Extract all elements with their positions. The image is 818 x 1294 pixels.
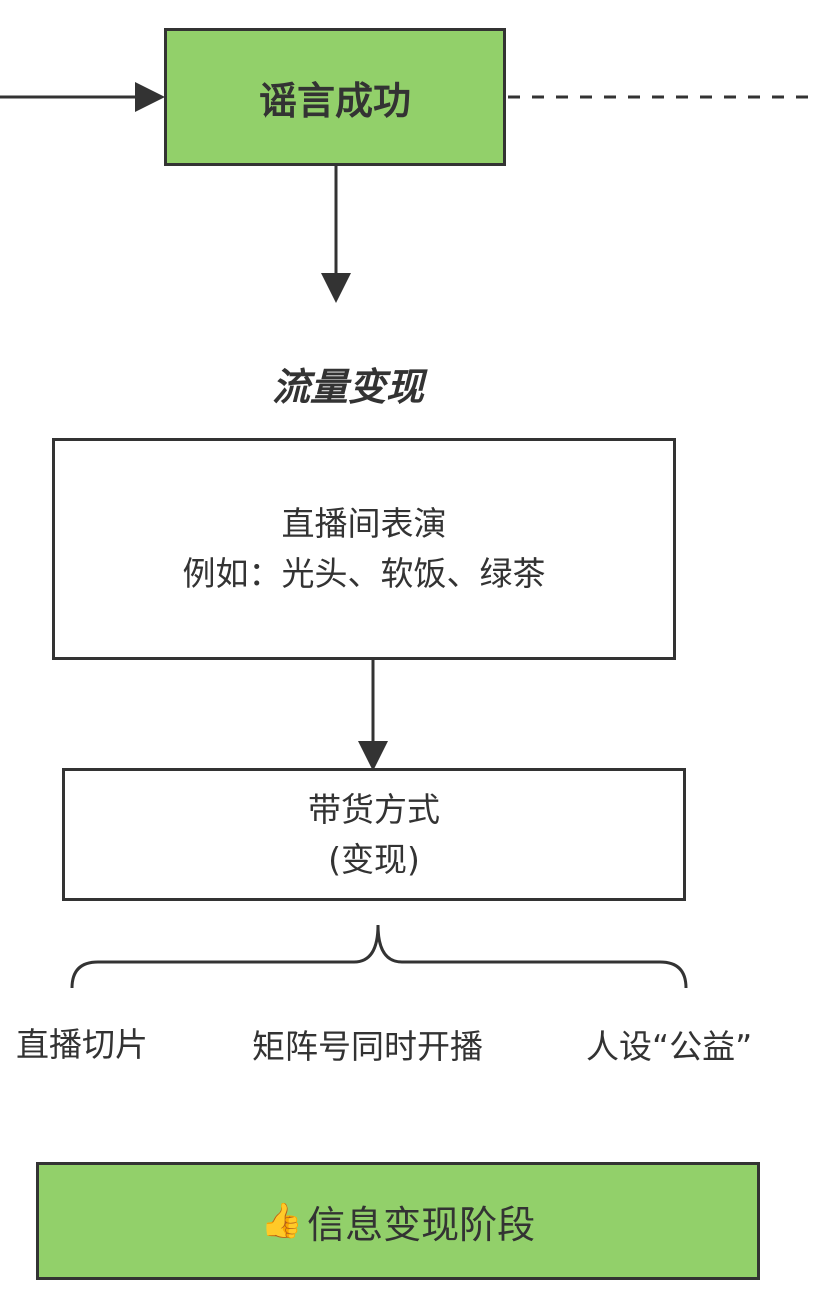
rumor-success-label: 谣言成功: [258, 78, 411, 123]
curly-brace: [70, 924, 688, 989]
sales-method-subtitle: (变现): [328, 839, 420, 879]
rumor-success-node: 谣言成功: [164, 28, 506, 166]
traffic-monetization-label: 流量变现: [272, 365, 425, 409]
livestream-performance-examples: 例如：光头、软饭、绿茶: [182, 554, 546, 593]
livestream-performance-title: 直播间表演: [281, 504, 447, 543]
method-matrix-accounts: 矩阵号同时开播: [252, 1027, 483, 1066]
info-monetization-stage-node: 👍 信息变现阶段: [36, 1162, 760, 1280]
sales-method-title: 带货方式: [308, 789, 440, 829]
method-livestream-clips: 直播切片: [16, 1025, 148, 1064]
stage-label: 信息变现阶段: [307, 1202, 536, 1247]
method-public-welfare-persona: 人设“公益”: [586, 1027, 753, 1066]
sales-method-node: 带货方式 (变现): [62, 768, 686, 901]
thumbs-up-icon: 👍: [260, 1201, 304, 1241]
livestream-performance-node: 直播间表演 例如：光头、软饭、绿茶: [52, 438, 676, 660]
